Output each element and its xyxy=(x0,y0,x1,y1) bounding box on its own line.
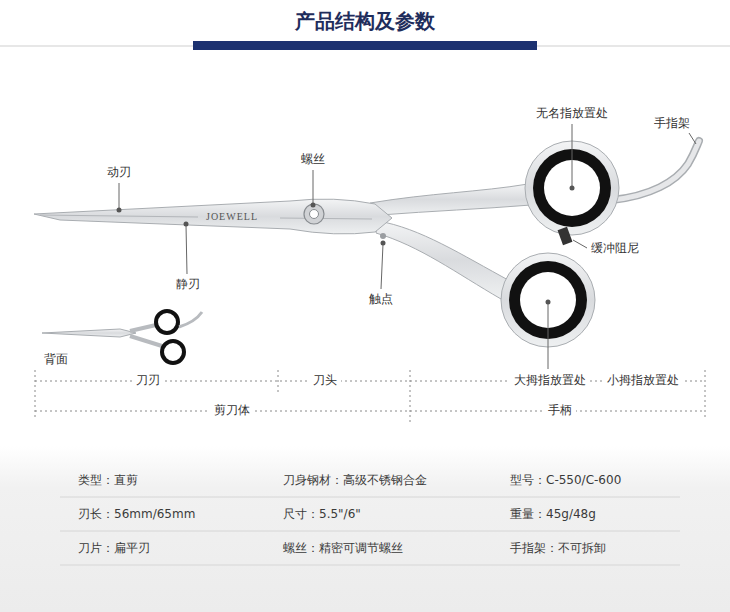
part-label: 螺丝 xyxy=(301,152,325,167)
leader-line xyxy=(186,225,187,274)
upper-shank xyxy=(370,184,531,215)
dimension-tick xyxy=(35,370,36,420)
table-rule xyxy=(60,565,680,566)
blade-edge xyxy=(40,215,198,217)
table-rule xyxy=(60,531,680,532)
page-title: 产品结构及参数 xyxy=(295,9,435,33)
spec-cell: 类型：直剪 xyxy=(78,473,138,488)
back-view-shank xyxy=(130,336,162,346)
spec-cell: 型号：C-550/C-600 xyxy=(510,473,621,488)
table-band xyxy=(0,446,730,612)
leader-line xyxy=(548,302,549,369)
screw-center xyxy=(310,210,319,219)
dimension-label: 大拇指放置处 xyxy=(510,373,590,388)
dimension-label: 手柄 xyxy=(544,403,576,418)
back-view-ring xyxy=(156,311,178,333)
brand-mark: JOEWELL xyxy=(206,209,258,224)
dimension-tick xyxy=(410,370,411,422)
blade-edge xyxy=(280,218,372,219)
back-view-finger-rest xyxy=(179,312,202,327)
spec-cell: 刃长：56mm/65mm xyxy=(78,507,195,522)
leader-dot xyxy=(570,186,575,191)
leader-line xyxy=(573,240,587,248)
damper xyxy=(558,227,573,245)
leader-dot xyxy=(546,300,551,305)
dimension-line xyxy=(35,411,705,412)
part-label: 缓冲阻尼 xyxy=(591,241,639,256)
leader-line xyxy=(313,170,314,204)
leader-line xyxy=(572,124,573,186)
spec-cell: 螺丝：精密可调节螺丝 xyxy=(283,541,403,556)
back-view-shank xyxy=(130,325,156,331)
lower-shank xyxy=(376,221,510,299)
part-label: 无名指放置处 xyxy=(536,106,608,121)
dimension-tick xyxy=(278,370,279,392)
back-view-ring xyxy=(162,341,184,363)
dimension-label: 刀刃 xyxy=(132,373,164,388)
dimension-label: 刀头 xyxy=(309,373,341,388)
header-bar xyxy=(193,41,537,50)
spec-cell: 刀片：扁平刃 xyxy=(78,541,150,556)
spec-cell: 刀身钢材：高级不锈钢合金 xyxy=(283,473,427,488)
part-label: 动刃 xyxy=(107,165,131,180)
dimension-label: 剪刀体 xyxy=(210,403,254,418)
leader-dot xyxy=(184,222,189,227)
spec-cell: 重量：45g/48g xyxy=(510,507,596,522)
leader-line xyxy=(689,133,696,144)
spec-cell: 手指架：不可拆卸 xyxy=(510,541,606,556)
leader-line xyxy=(381,244,383,289)
part-label: 触点 xyxy=(369,292,393,307)
blade xyxy=(34,199,392,234)
part-label: 静刃 xyxy=(176,277,200,292)
finger-rest xyxy=(612,141,699,200)
part-label: 背面 xyxy=(44,352,68,367)
back-view-blade xyxy=(42,329,136,337)
dimension-tick xyxy=(705,370,706,420)
finger-rest xyxy=(612,141,699,200)
spec-cell: 尺寸：5.5"/6" xyxy=(283,507,361,522)
dimension-label: 小拇指放置处 xyxy=(603,373,683,388)
leader-line xyxy=(119,183,120,209)
table-rule xyxy=(60,497,680,498)
leader-dot xyxy=(311,203,316,208)
part-label: 手指架 xyxy=(654,116,690,131)
leader-dot xyxy=(381,241,386,246)
touch-point xyxy=(380,233,386,239)
leader-dot xyxy=(117,208,122,213)
